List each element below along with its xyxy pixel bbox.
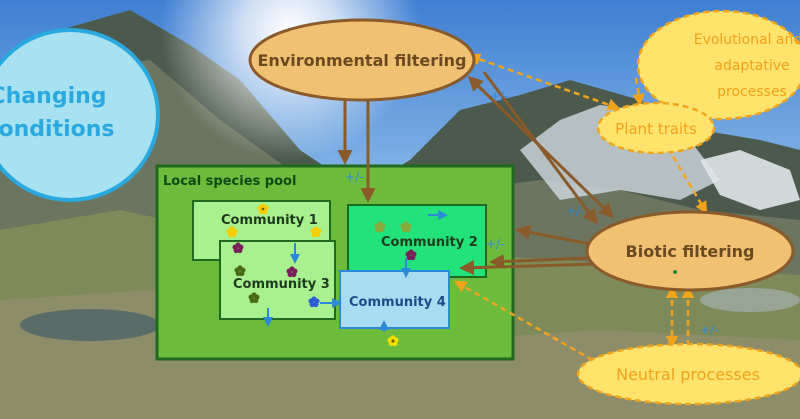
evolutional-processes-line-2: adaptative bbox=[714, 58, 789, 74]
changing-conditions-line-1: Changing bbox=[0, 84, 107, 109]
sign-labels: +/- +/- +/- +/- +/- bbox=[345, 89, 718, 337]
sign-label-env-biotic: +/- bbox=[490, 89, 508, 103]
community-4-box: Community 4 bbox=[339, 270, 450, 329]
orange-dashed-arrows bbox=[453, 53, 708, 372]
community-2-label: Community 2 bbox=[381, 235, 478, 250]
evolutional-processes-node: Evolutional and adaptative processes bbox=[636, 9, 800, 121]
evolutional-processes-line-1: Evolutional and bbox=[694, 32, 800, 48]
environmental-filtering-label: Environmental filtering bbox=[258, 51, 467, 70]
neutral-processes-label: Neutral processes bbox=[616, 365, 760, 384]
sign-label-neutral-biotic: +/- bbox=[700, 323, 718, 337]
sign-label-env-pool: +/- bbox=[345, 170, 363, 184]
community-3-label: Community 3 bbox=[233, 277, 330, 292]
community-1-label: Community 1 bbox=[221, 213, 318, 228]
plant-traits-label: Plant traits bbox=[615, 120, 697, 138]
sign-label-plant-biotic: +/- bbox=[566, 204, 584, 218]
biotic-filtering-node: Biotic filtering bbox=[585, 210, 795, 292]
community-2-box: Community 2 bbox=[347, 204, 487, 278]
changing-conditions-line-2: conditions bbox=[0, 117, 115, 142]
plant-traits-node: Plant traits bbox=[596, 101, 716, 155]
flower-icons bbox=[226, 203, 417, 347]
evolutional-processes-line-3: processes bbox=[717, 84, 787, 100]
changing-conditions-node: Changing conditions bbox=[0, 28, 160, 202]
local-species-pool-label: Local species pool bbox=[163, 174, 296, 189]
neutral-processes-node: Neutral processes bbox=[576, 342, 800, 406]
biotic-filtering-label: Biotic filtering bbox=[626, 242, 755, 261]
environmental-filtering-node: Environmental filtering bbox=[248, 18, 476, 102]
sign-label-biotic-pool: +/- bbox=[486, 237, 504, 251]
blue-dispersal-arrows bbox=[263, 210, 448, 332]
community-4-label: Community 4 bbox=[349, 295, 446, 310]
